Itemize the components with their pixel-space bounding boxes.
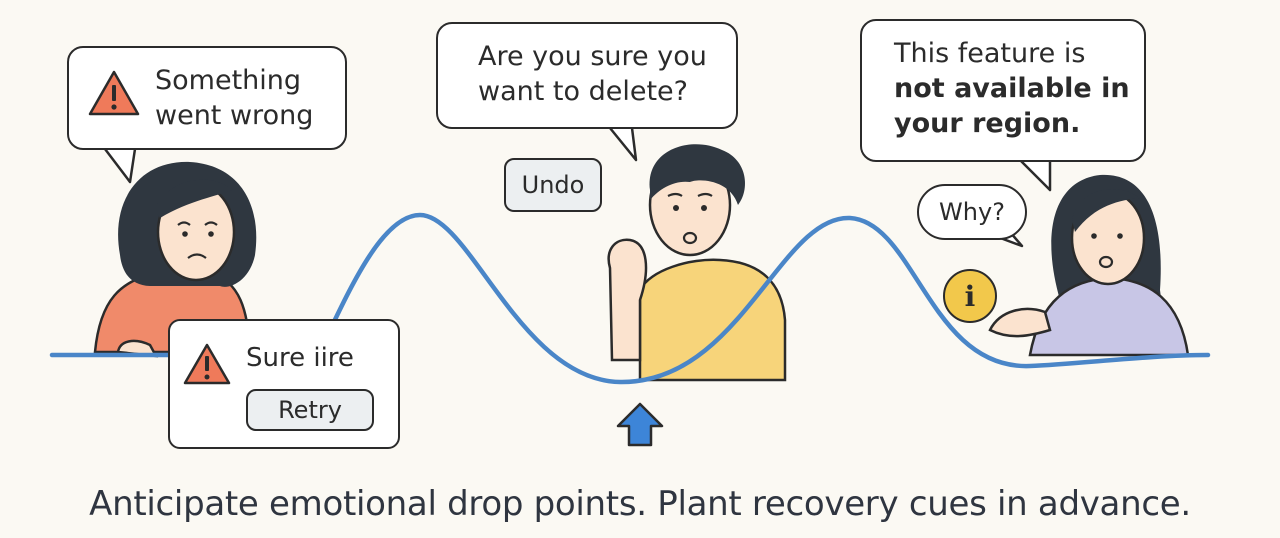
region-message-line3: your region. [894,108,1081,139]
confirm-message-line2: want to delete? [478,76,688,107]
retry-button[interactable]: Retry [246,389,374,431]
frustrated-woman-figure [93,161,257,358]
why-text: Why? [939,198,1005,226]
error-message-line2: went wrong [155,100,314,131]
region-message-line1: This feature is [894,38,1086,69]
region-speech-bubble: This feature is not available in your re… [860,19,1146,162]
region-message-line2: not available in [894,73,1130,104]
emotion-curve [49,212,1211,385]
confirm-delete-speech-bubble: Are you sure you want to delete? [436,22,738,129]
recovery-card: Sure iire Retry [168,319,400,449]
warning-icon [88,70,140,116]
up-arrow-icon [616,402,664,447]
info-icon: i [943,269,997,323]
confirm-message-line1: Are you sure you [478,41,707,72]
info-glyph: i [964,279,976,313]
confused-woman-figure [988,174,1190,357]
caption-text: Anticipate emotional drop points. Plant … [89,484,1191,524]
recovery-card-title: Sure iire [246,343,354,373]
error-message-line1: Something [155,65,302,96]
warning-icon [183,343,231,385]
worried-man-figure [607,144,787,382]
undo-button[interactable]: Undo [504,158,602,212]
why-speech-bubble: Why? [917,184,1027,240]
error-speech-bubble: Something went wrong [67,46,347,150]
